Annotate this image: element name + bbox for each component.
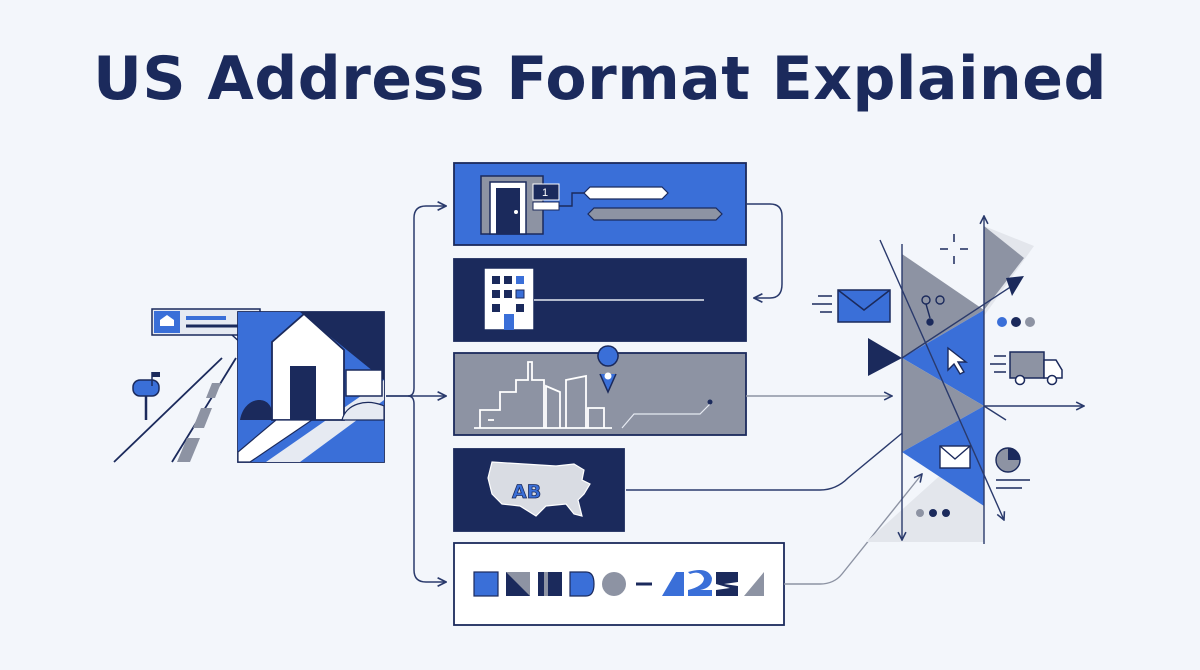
delivery-composition (812, 216, 1084, 544)
arrow-head-icon (1006, 276, 1024, 296)
truck-icon (990, 351, 1063, 386)
branch-connectors (386, 206, 446, 582)
crosshair-icon (940, 234, 968, 264)
location-pin-icon (597, 345, 619, 394)
row-zip (453, 542, 785, 626)
dots-bottom-icon (916, 509, 950, 517)
cursor-icon (947, 346, 969, 375)
home-icon (160, 315, 174, 326)
network-nodes-icon (921, 295, 945, 326)
envelope-icon (812, 289, 891, 323)
play-triangle-icon (868, 338, 902, 376)
house-scene (113, 308, 385, 463)
row-street-number: 1 (453, 162, 747, 246)
unit-number-label: 1 (542, 187, 548, 199)
mailbox-icon (132, 372, 160, 420)
row-state: AB (453, 448, 625, 532)
zip-glyphs-icon (473, 570, 764, 597)
skyline-icon (474, 361, 612, 429)
row-building (453, 258, 747, 342)
road (113, 357, 237, 463)
dots-icon (997, 317, 1035, 327)
connector-row1-row2 (746, 203, 783, 298)
us-map-icon: AB (487, 461, 591, 517)
page-title: US Address Format Explained (93, 44, 1107, 114)
envelope-small-icon (939, 445, 971, 469)
building-icon (483, 267, 535, 331)
row-city (453, 345, 747, 436)
pie-chart-icon (995, 447, 1030, 489)
output-connectors (626, 396, 930, 585)
state-code-label: AB (512, 481, 541, 503)
